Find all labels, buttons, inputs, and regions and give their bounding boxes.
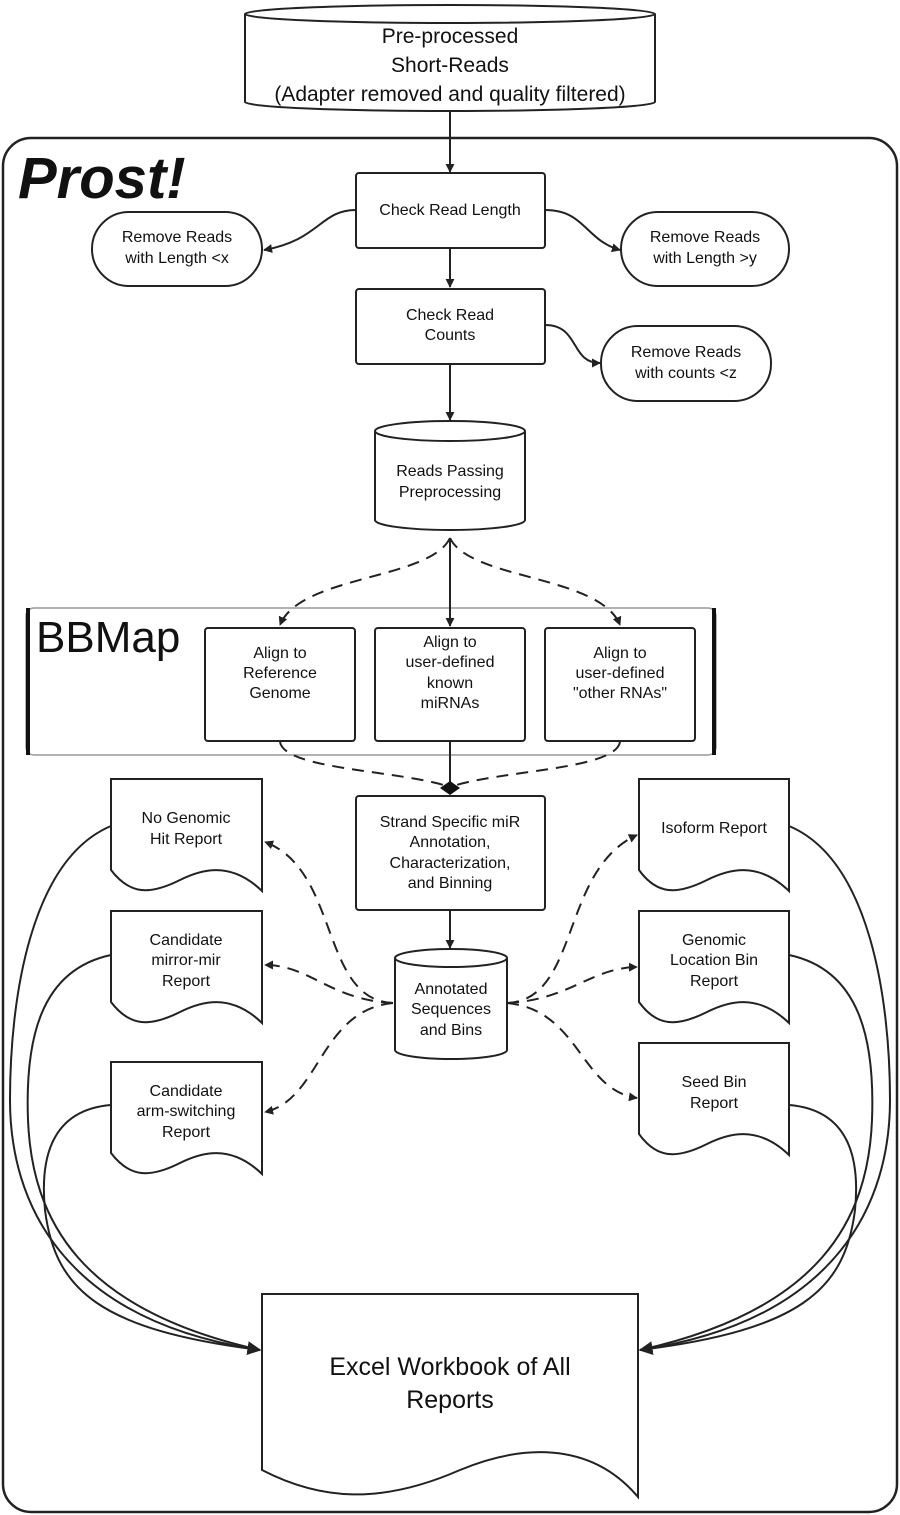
location-label-2: Location Bin bbox=[670, 952, 758, 969]
arm-label-1: Candidate bbox=[150, 1083, 223, 1100]
align-reference-genome-box: Align to Reference Genome bbox=[204, 627, 356, 742]
location-label-3: Report bbox=[690, 973, 739, 990]
location-label-1: Genomic bbox=[682, 932, 746, 949]
check-counts-label-1: Check Read bbox=[406, 307, 494, 324]
align-genome-label-1: Align to bbox=[253, 645, 306, 662]
remove-counts-label-1: Remove Reads bbox=[631, 344, 741, 361]
annotation-label-1: Strand Specific miR bbox=[380, 814, 521, 831]
align-other-label-1: Align to bbox=[593, 645, 646, 662]
annotated-label-1: Annotated bbox=[415, 981, 488, 998]
workbook-label-2: Reports bbox=[406, 1386, 494, 1414]
align-mirna-label-3: known bbox=[427, 675, 473, 692]
remove-counts-label-2: with counts <z bbox=[634, 365, 737, 382]
merge-diamond bbox=[440, 781, 460, 795]
reads-passing-label-2: Preprocessing bbox=[399, 484, 501, 501]
seed-bin-report: Seed Bin Report bbox=[638, 1042, 790, 1158]
annotated-label-3: and Bins bbox=[420, 1022, 482, 1039]
annotated-sequences-cylinder: Annotated Sequences and Bins bbox=[394, 948, 508, 1060]
align-mirna-label-4: miRNAs bbox=[421, 695, 480, 712]
isoform-label: Isoform Report bbox=[661, 820, 767, 837]
align-known-mirnas-box: Align to user-defined known miRNAs bbox=[374, 627, 526, 742]
check-read-counts-box: Check Read Counts bbox=[355, 288, 546, 365]
remove-low-count-reads-terminator: Remove Reads with counts <z bbox=[600, 325, 772, 402]
isoform-report: Isoform Report bbox=[638, 778, 790, 894]
annotation-label-4: and Binning bbox=[408, 875, 493, 892]
arm-label-2: arm-switching bbox=[137, 1103, 236, 1120]
check-counts-label-2: Counts bbox=[425, 327, 476, 344]
arm-switching-report: Candidate arm-switching Report bbox=[110, 1061, 263, 1177]
annotation-label-3: Characterization, bbox=[390, 855, 511, 872]
seed-label-1: Seed Bin bbox=[682, 1074, 747, 1091]
mirror-mir-report: Candidate mirror-mir Report bbox=[110, 910, 263, 1026]
annotation-binning-box: Strand Specific miR Annotation, Characte… bbox=[355, 795, 546, 911]
remove-long-label-1: Remove Reads bbox=[650, 229, 760, 246]
no-hit-label-2: Hit Report bbox=[150, 831, 223, 848]
align-genome-label-2: Reference bbox=[243, 665, 317, 682]
align-genome-label-3: Genome bbox=[249, 685, 310, 702]
align-other-rnas-box: Align to user-defined "other RNAs" bbox=[544, 627, 696, 742]
align-other-label-3: "other RNAs" bbox=[573, 685, 667, 702]
check-read-length-box: Check Read Length bbox=[355, 172, 546, 249]
excel-workbook-document: Excel Workbook of All Reports bbox=[261, 1293, 639, 1500]
input-label-3: (Adapter removed and quality filtered) bbox=[274, 83, 625, 106]
reads-passing-label-1: Reads Passing bbox=[396, 463, 504, 480]
annotated-label-2: Sequences bbox=[411, 1001, 491, 1018]
remove-short-reads-terminator: Remove Reads with Length <x bbox=[91, 211, 263, 287]
align-mirna-label-2: user-defined bbox=[406, 654, 495, 671]
mirror-label-1: Candidate bbox=[150, 932, 223, 949]
prost-title: Prost! bbox=[18, 146, 186, 211]
check-read-length-label: Check Read Length bbox=[379, 202, 520, 219]
no-genomic-hit-report: No Genomic Hit Report bbox=[110, 778, 263, 894]
reads-passing-cylinder: Reads Passing Preprocessing bbox=[374, 420, 526, 531]
remove-short-label-1: Remove Reads bbox=[122, 229, 232, 246]
input-label-2: Short-Reads bbox=[391, 54, 509, 77]
mirror-label-3: Report bbox=[162, 973, 211, 990]
input-reads-cylinder: Pre-processed Short-Reads (Adapter remov… bbox=[244, 4, 656, 112]
bbmap-group: BBMap bbox=[25, 607, 717, 756]
arm-label-3: Report bbox=[162, 1124, 211, 1141]
remove-long-reads-terminator: Remove Reads with Length >y bbox=[620, 211, 790, 287]
bbmap-label: BBMap bbox=[36, 613, 180, 662]
remove-long-label-2: with Length >y bbox=[652, 250, 757, 267]
workbook-label-1: Excel Workbook of All bbox=[329, 1353, 570, 1381]
genomic-location-bin-report: Genomic Location Bin Report bbox=[638, 910, 790, 1026]
seed-label-2: Report bbox=[690, 1095, 739, 1112]
align-mirna-label-1: Align to bbox=[423, 634, 476, 651]
align-other-label-2: user-defined bbox=[576, 665, 665, 682]
connectors bbox=[8, 112, 892, 1356]
annotation-label-2: Annotation, bbox=[410, 834, 491, 851]
dashed-connectors bbox=[264, 537, 638, 1115]
mirror-label-2: mirror-mir bbox=[151, 952, 221, 969]
remove-short-label-2: with Length <x bbox=[124, 250, 229, 267]
input-label-1: Pre-processed bbox=[382, 25, 519, 48]
no-hit-label-1: No Genomic bbox=[142, 810, 231, 827]
